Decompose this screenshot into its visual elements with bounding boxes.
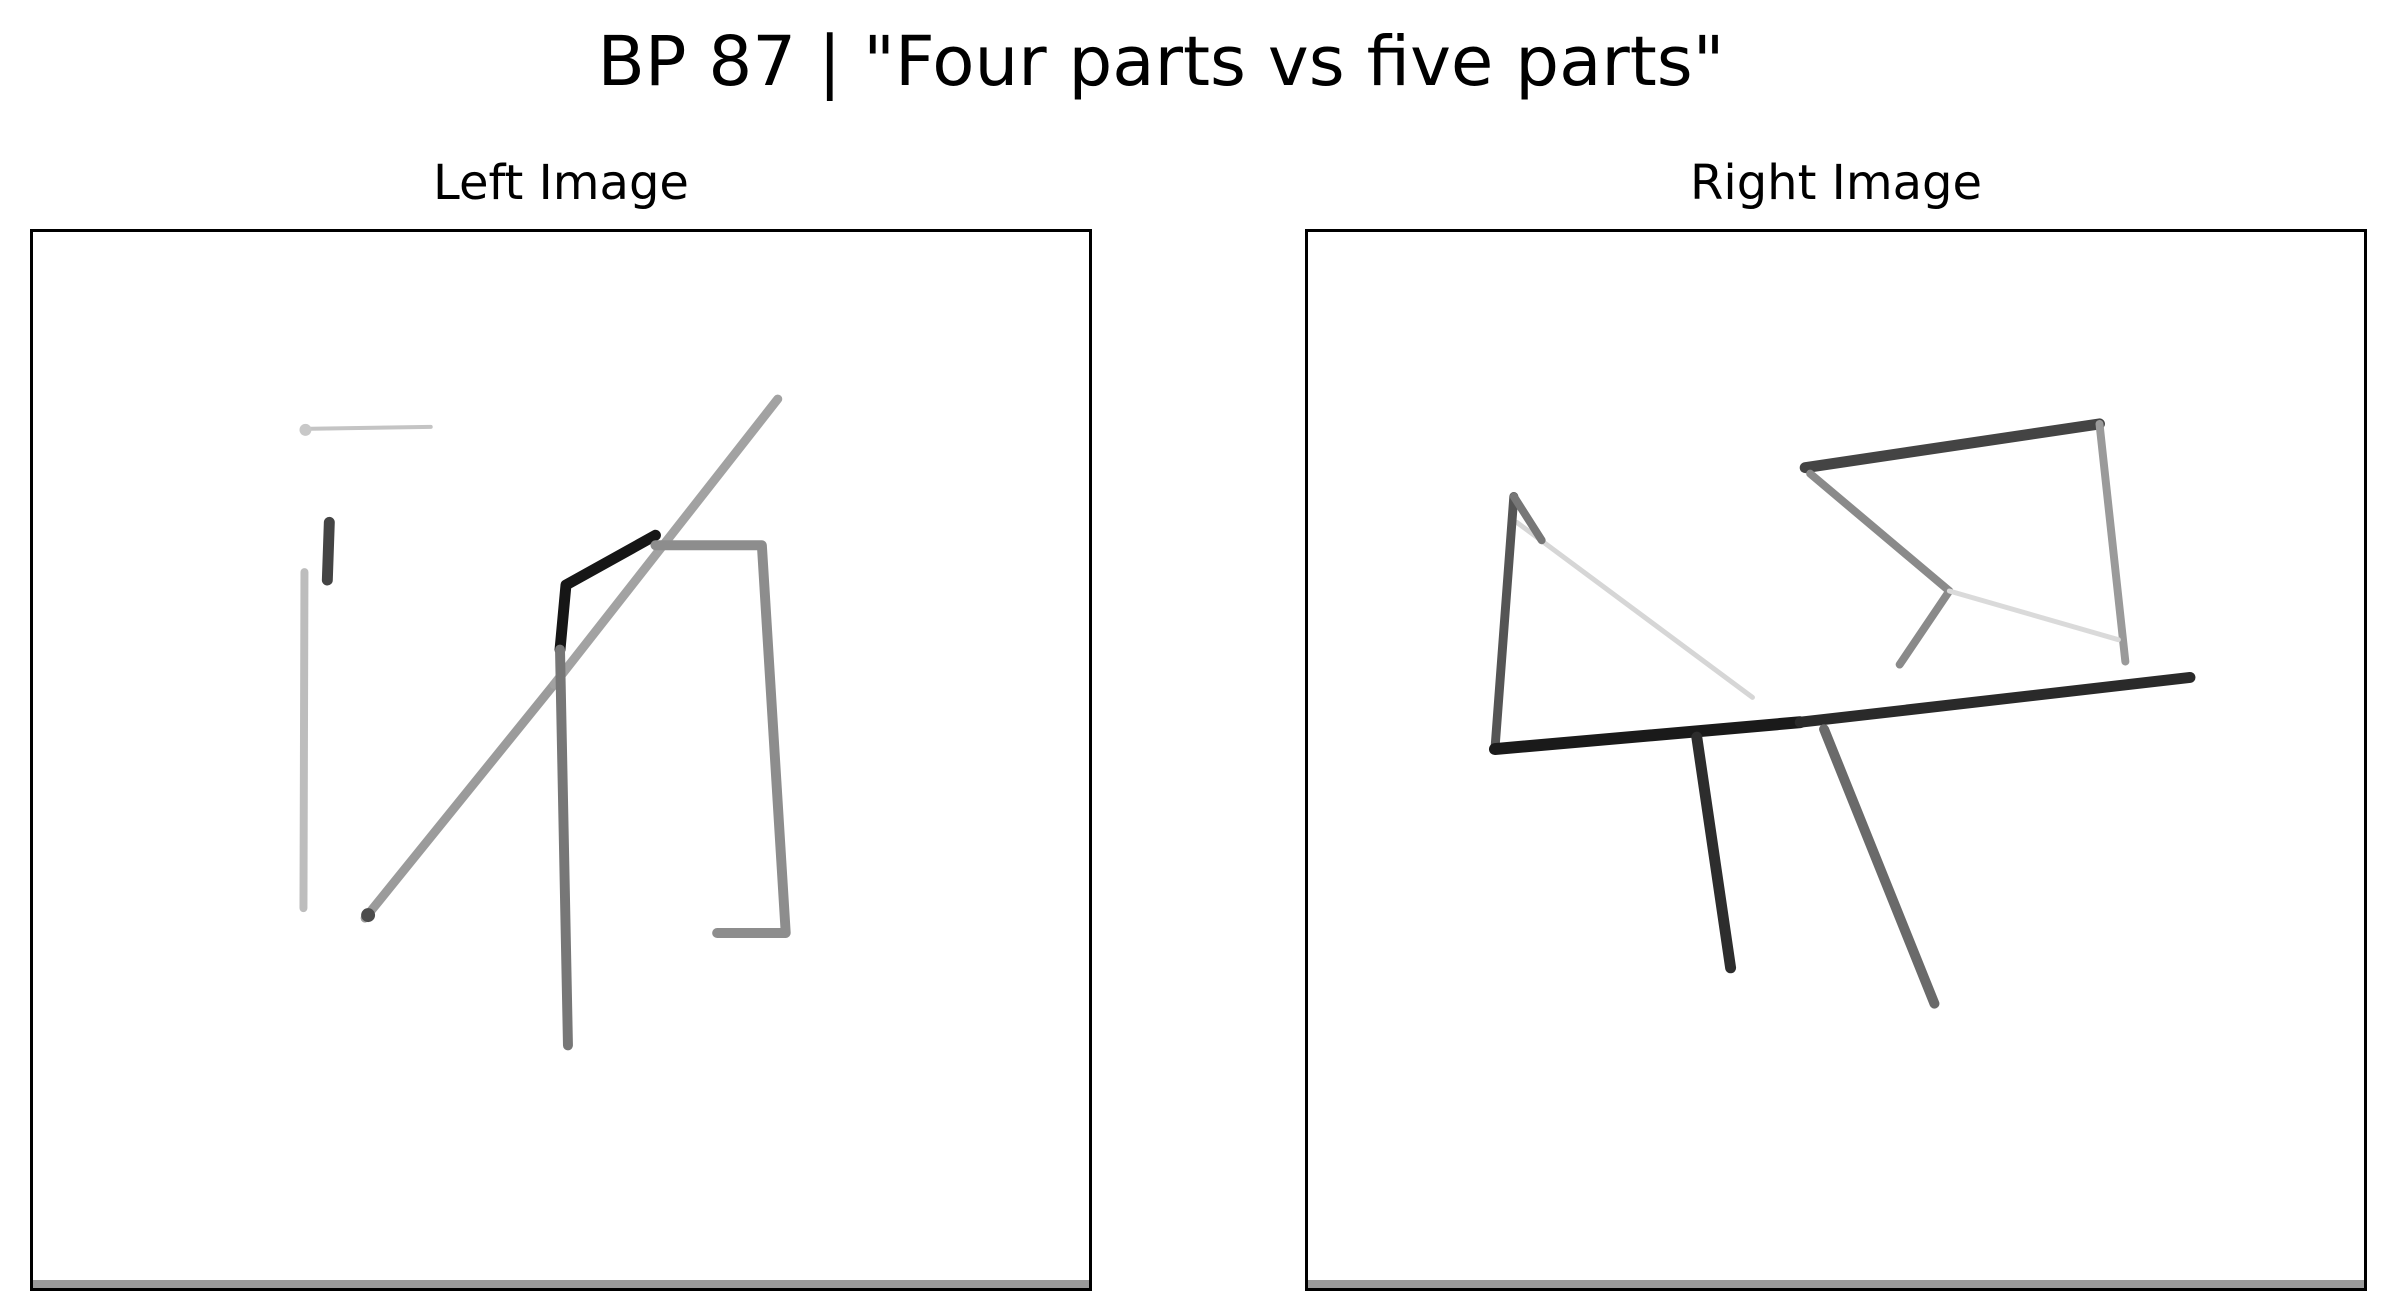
triangle-upper-edge [1509, 492, 1546, 545]
left-image-panel [30, 229, 1092, 1291]
faint-zigzag-tail [1946, 588, 2121, 643]
figure-title: BP 87 | "Four parts vs five parts" [597, 22, 1725, 102]
right-leg [1819, 724, 1940, 1009]
panel-bottom-edge [1308, 1280, 2364, 1288]
base-line-left [1488, 716, 1807, 756]
long-diagonal-line [360, 679, 559, 923]
short-vertical-segment [321, 516, 335, 586]
right-image-drawing [1488, 418, 2196, 1009]
left-image-drawing [299, 394, 791, 1051]
right-image-panel [1305, 229, 2367, 1291]
panel-bottom-edge [33, 1280, 1089, 1288]
faint-dot [299, 423, 312, 436]
kinked-dark-stroke [554, 529, 661, 656]
right-bracket [650, 540, 791, 938]
triangle-left-edge [1490, 492, 1519, 754]
faint-diagonal [1514, 519, 1755, 700]
left-vertical-line [299, 568, 309, 913]
tall-vertical-line [555, 644, 573, 1051]
zigzag-stroke [1806, 469, 1954, 669]
top-bar [1799, 418, 2105, 474]
right-image-title: Right Image [1690, 155, 1982, 211]
left-image-title: Left Image [433, 155, 689, 211]
base-line-right [1794, 672, 2196, 728]
faint-dash [301, 424, 433, 431]
diagonal-end-blob [361, 908, 376, 923]
left-leg [1691, 731, 1737, 974]
right-vertical [2095, 419, 2130, 666]
